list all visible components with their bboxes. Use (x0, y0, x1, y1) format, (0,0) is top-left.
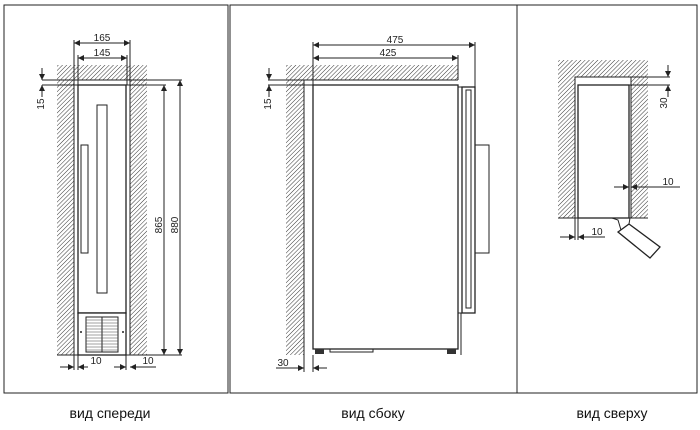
dim-height-inner: 865 (154, 216, 165, 233)
vent-grille (80, 316, 124, 353)
right-wall-hatch (631, 77, 648, 218)
dim-inner-width: 145 (94, 48, 111, 59)
front-foot (447, 349, 456, 354)
right-wall-hatch (130, 80, 147, 355)
handle (80, 144, 89, 254)
side-handle (474, 144, 490, 254)
door (461, 86, 476, 314)
cabinet-body (312, 84, 459, 350)
side-view: 475 425 15 30 вид сбоку (263, 35, 490, 421)
door-open (616, 223, 661, 259)
dim-right-gap: 10 (142, 356, 154, 367)
dim-top-gap: 15 (36, 98, 47, 110)
dim-depth-outer: 475 (387, 35, 404, 46)
dim-left-gap: 10 (90, 356, 102, 367)
caption-top-view: вид сверху (576, 405, 647, 421)
top-view: 30 10 10 вид сверху (558, 60, 680, 421)
cabinet-door (77, 84, 127, 314)
front-view: 165 145 15 865 880 10 10 вид спереди (36, 33, 183, 421)
dim-depth-inner: 425 (380, 48, 397, 59)
dim-right-gap: 10 (662, 177, 674, 188)
rear-foot (315, 349, 324, 354)
dim-back-gap: 30 (277, 358, 289, 369)
top-wall-hatch (286, 65, 458, 80)
glass-slot (96, 104, 108, 294)
left-wall-hatch (558, 77, 575, 218)
caption-front-view: вид спереди (70, 405, 151, 421)
back-wall-hatch (558, 60, 648, 77)
left-wall-hatch (57, 80, 74, 355)
back-wall-hatch (286, 80, 304, 355)
dim-top-gap: 15 (263, 98, 274, 110)
dim-back-gap: 30 (659, 97, 670, 109)
caption-side-view: вид сбоку (341, 405, 404, 421)
dim-left-gap: 10 (591, 227, 603, 238)
top-wall-hatch (57, 65, 147, 80)
dim-outer-width: 165 (94, 33, 111, 44)
dim-height-outer: 880 (170, 216, 181, 233)
panel-borders (3, 4, 698, 394)
cabinet-top (577, 84, 630, 219)
